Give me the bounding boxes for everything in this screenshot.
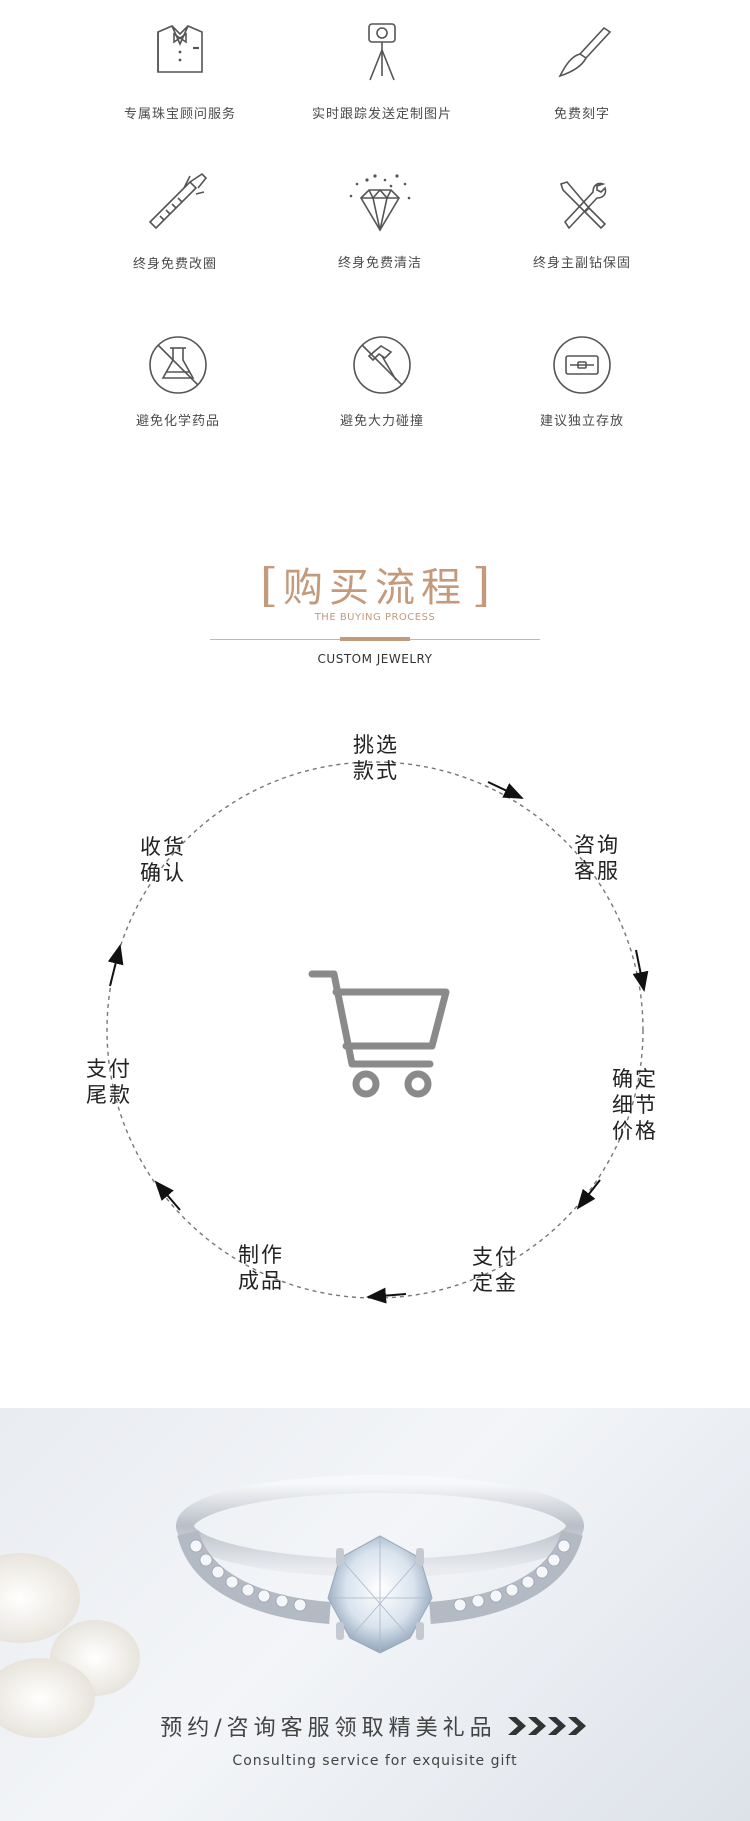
step-pay-balance: 支付 尾款	[86, 1056, 132, 1108]
no-hammer-icon	[353, 336, 411, 394]
step-line: 挑选	[353, 733, 399, 757]
services-grid: 专属珠宝顾问服务 实时跟踪发送定制图片 免费刻字	[0, 0, 750, 460]
service-label: 终身免费改圈	[132, 257, 217, 272]
title-bracket-open: [	[259, 558, 278, 612]
step-line: 尾款	[86, 1083, 132, 1107]
step-line: 制作	[238, 1243, 284, 1267]
diamond-ring-image	[0, 1475, 584, 1738]
service-label: 避免化学药品	[135, 414, 220, 429]
buying-process-cycle: 挑选 款式 咨询 客服 确定 细节 价格 支付 定金 制作 成品 支付 尾款 收…	[0, 700, 750, 1340]
service-label: 免费刻字	[553, 107, 610, 122]
step-line: 咨询	[574, 833, 620, 857]
step-line: 支付	[472, 1245, 518, 1269]
step-consult-service: 咨询 客服	[574, 832, 620, 884]
step-line: 确认	[140, 861, 186, 885]
process-tag: CUSTOM JEWELRY	[317, 652, 433, 666]
step-production: 制作 成品	[238, 1242, 284, 1294]
tuxedo-icon	[157, 25, 203, 73]
flow-arrow	[632, 949, 649, 992]
banner-cta-row[interactable]: 预约/咨询客服领取精美礼品	[0, 1710, 750, 1742]
tools-icon	[559, 181, 607, 230]
cycle-ring	[106, 761, 649, 1304]
no-chemicals-icon	[149, 336, 207, 394]
process-subtitle: THE BUYING PROCESS	[314, 612, 436, 623]
banner-cta-text[interactable]: 预约/咨询客服领取精美礼品	[160, 1716, 497, 1741]
service-label: 终身免费清洁	[337, 256, 422, 271]
service-label: 实时跟踪发送定制图片	[311, 107, 452, 122]
flow-arrow	[576, 1179, 601, 1210]
divider-accent	[340, 637, 410, 641]
step-line: 细节	[612, 1093, 658, 1117]
title-bracket-close: ]	[472, 558, 491, 612]
service-label: 专属珠宝顾问服务	[123, 107, 236, 122]
service-label: 终身主副钻保固	[532, 256, 631, 271]
flow-arrow	[487, 781, 524, 799]
banner-subtitle: Consulting service for exquisite gift	[232, 1753, 518, 1769]
flow-arrow	[154, 1180, 181, 1211]
step-line: 成品	[238, 1269, 284, 1293]
step-line: 定金	[472, 1271, 518, 1295]
process-title: [ 购买流程 ]	[0, 555, 750, 613]
shopping-cart-icon	[308, 970, 450, 1098]
flow-arrow	[107, 944, 124, 987]
step-line: 价格	[612, 1119, 658, 1143]
caliper-icon	[148, 172, 208, 230]
step-line: 收货	[140, 835, 186, 859]
ring-banner[interactable]: 预约/咨询客服领取精美礼品 Consulting service for exq…	[0, 1408, 750, 1821]
step-line: 确定	[612, 1067, 658, 1091]
service-label: 避免大力碰撞	[339, 414, 424, 429]
step-pay-deposit: 支付 定金	[472, 1244, 518, 1296]
flow-arrow	[366, 1287, 407, 1304]
step-confirm-receipt: 收货 确认	[140, 834, 186, 886]
storage-box-icon	[553, 336, 611, 394]
sparkling-diamond-icon	[349, 174, 411, 232]
step-line: 支付	[86, 1057, 132, 1081]
chevron-right-icon	[507, 1717, 586, 1735]
step-choose-style: 挑选 款式	[353, 732, 399, 784]
step-line: 客服	[574, 859, 620, 883]
step-line: 款式	[353, 759, 399, 783]
process-title-text: 购买流程	[283, 565, 467, 611]
step-confirm-details: 确定 细节 价格	[612, 1066, 658, 1144]
engraving-brush-icon	[558, 26, 612, 78]
service-label: 建议独立存放	[539, 414, 624, 429]
camera-tripod-icon	[368, 23, 396, 81]
